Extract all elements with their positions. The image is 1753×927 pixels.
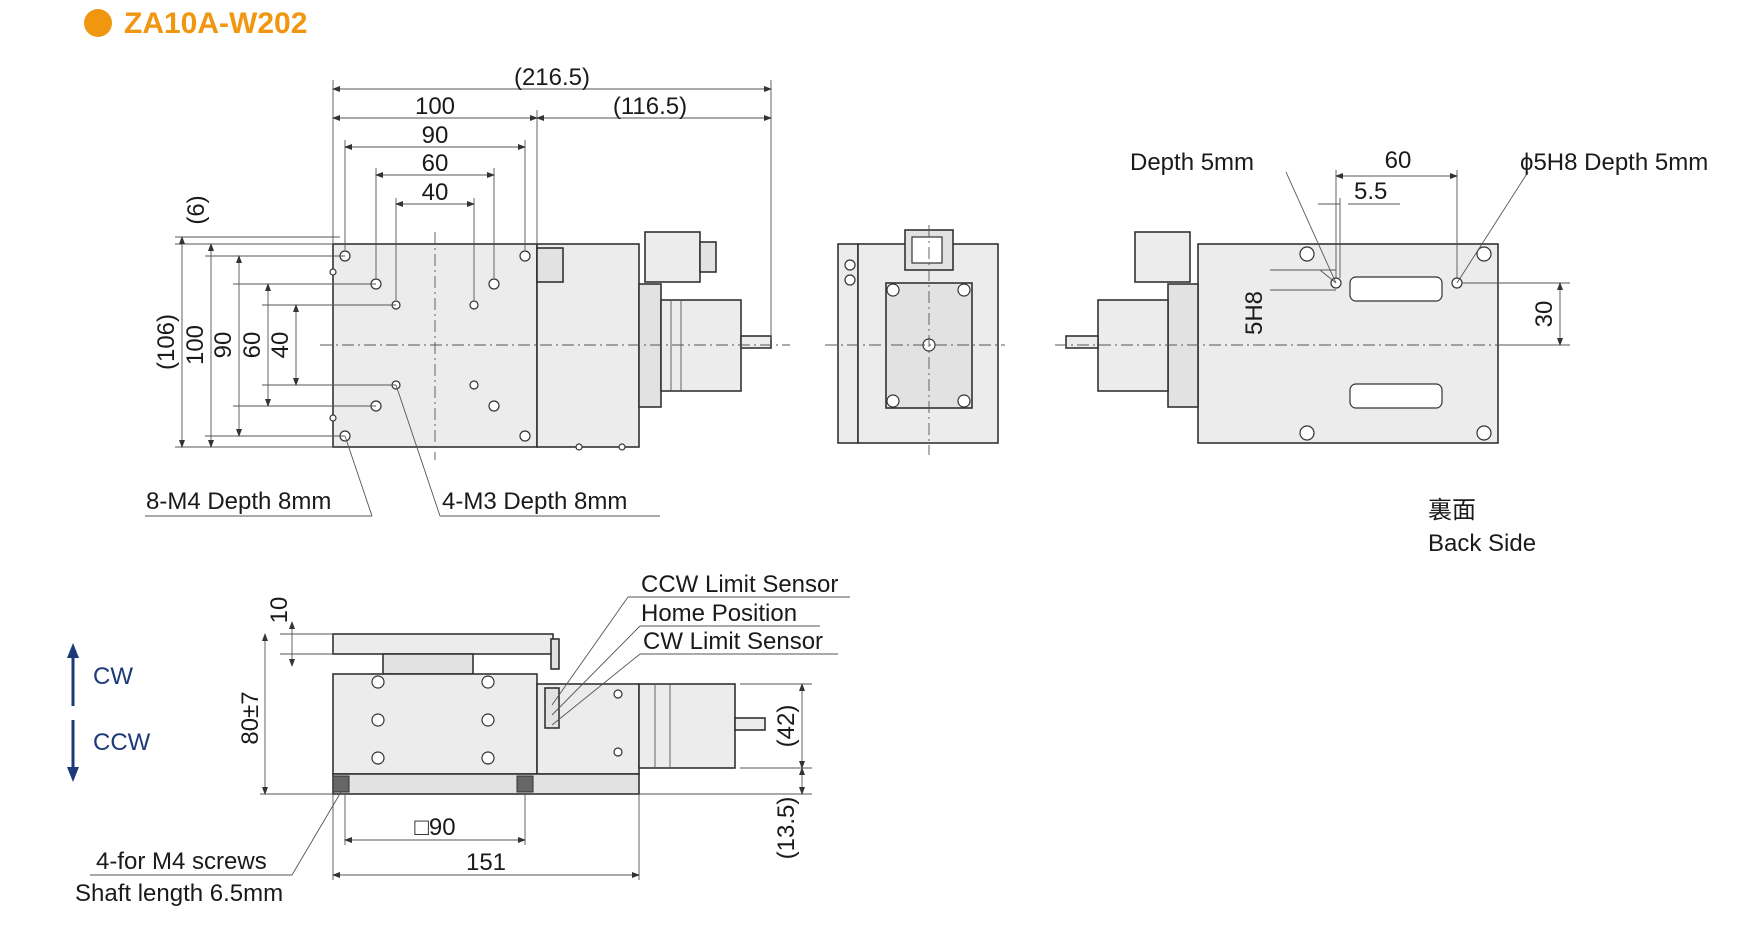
m3-hole-icon — [469, 300, 479, 310]
back-flange — [1167, 283, 1199, 408]
back-connector — [1134, 231, 1191, 283]
dim-100: 100 — [415, 93, 455, 120]
end-base-plate — [837, 243, 859, 444]
back-view: 60 5.5 5H8 30 Depth 5mm ϕ5H8 Depth 5mm 裏… — [1055, 147, 1708, 557]
back-depth-label: Depth 5mm — [1130, 149, 1254, 176]
back-body — [1197, 243, 1499, 444]
front-top-plate — [332, 633, 554, 655]
back-shaft — [1065, 335, 1099, 349]
callout-m3: 4-M3 Depth 8mm — [442, 488, 627, 515]
title-block: ZA10A-W202 — [84, 7, 307, 40]
front-shaft — [734, 717, 766, 731]
front-dim-13-5: (13.5) — [773, 797, 800, 860]
dim-216-5: (216.5) — [514, 64, 590, 91]
dim-6: (6) — [183, 195, 210, 224]
slot-lower — [1349, 383, 1443, 409]
top-motor — [660, 299, 742, 392]
screw-callout-line1: 4-for M4 screws — [96, 848, 267, 875]
back-dim-5h8: 5H8 — [1241, 291, 1268, 335]
back-caption-jp: 裏面 — [1428, 497, 1476, 524]
front-dim-80: 80±7 — [237, 691, 264, 744]
dim-40-v: 40 — [267, 332, 294, 359]
dim-60: 60 — [422, 150, 449, 177]
m4-hole-icon — [488, 400, 500, 412]
m4-hole-icon — [519, 430, 531, 442]
sensor-home-label: Home Position — [641, 600, 797, 627]
front-dim-151: 151 — [466, 849, 506, 876]
back-phi-label: ϕ5H8 Depth 5mm — [1520, 149, 1708, 176]
front-dim-90: □90 — [414, 814, 455, 841]
sensor-ccw-label: CCW Limit Sensor — [641, 571, 838, 598]
front-motor — [638, 683, 736, 769]
front-base — [332, 773, 640, 795]
orange-bullet-icon — [84, 9, 112, 37]
back-dim-60: 60 — [1385, 147, 1412, 174]
slot-upper — [1349, 276, 1443, 302]
end-view — [825, 225, 1005, 455]
dim-90-v: 90 — [210, 332, 237, 359]
back-caption-en: Back Side — [1428, 530, 1536, 557]
ccw-label: CCW — [93, 729, 151, 756]
sensor-cw-label: CW Limit Sensor — [643, 628, 823, 655]
front-body — [332, 673, 538, 775]
m3-hole-icon — [469, 380, 479, 390]
back-motor — [1097, 299, 1169, 392]
front-dim-42: (42) — [773, 705, 800, 748]
front-view: CCW Limit Sensor Home Position CW Limit … — [67, 571, 850, 907]
dim-116-5: (116.5) — [613, 93, 687, 120]
cw-label: CW — [93, 663, 133, 690]
dim-90: 90 — [422, 122, 449, 149]
screw-callout-line2: Shaft length 6.5mm — [75, 880, 283, 907]
page-title: ZA10A-W202 — [124, 7, 307, 40]
m4-hole-icon — [519, 250, 531, 262]
top-shaft — [740, 335, 772, 349]
dim-40: 40 — [422, 179, 449, 206]
callout-m4: 8-M4 Depth 8mm — [146, 488, 331, 515]
top-connector — [644, 231, 701, 283]
dim-106: (106) — [153, 314, 180, 370]
dim-100-v: 100 — [182, 325, 209, 365]
top-view: (216.5) 100 (116.5) 90 60 40 (6) (106) 1… — [145, 64, 790, 517]
m4-hole-icon — [488, 278, 500, 290]
top-motor-flange — [638, 283, 662, 408]
front-dim-10: 10 — [266, 597, 293, 624]
back-dim-5-5: 5.5 — [1354, 178, 1387, 205]
back-dim-30: 30 — [1531, 301, 1558, 328]
dim-60-v: 60 — [239, 332, 266, 359]
top-sensor-box — [536, 247, 564, 283]
